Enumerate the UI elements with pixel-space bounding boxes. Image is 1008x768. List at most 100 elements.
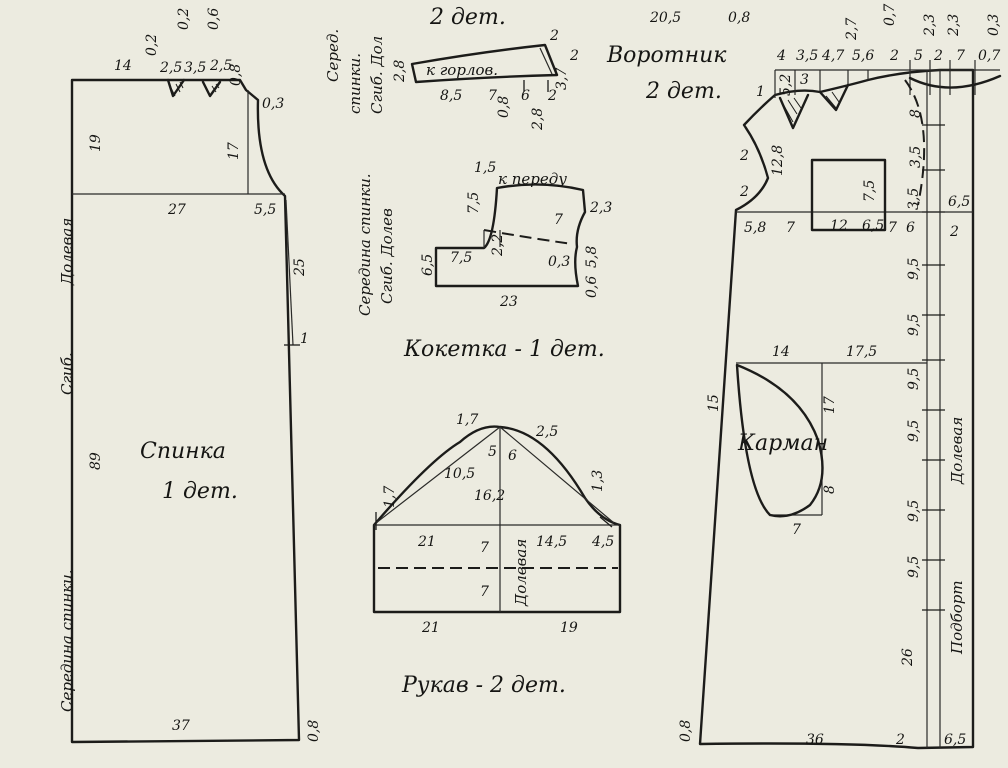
svg-text:2,7: 2,7 bbox=[844, 18, 860, 41]
shoulder-darts bbox=[166, 78, 222, 98]
svg-text:5,8: 5,8 bbox=[744, 220, 766, 236]
svg-text:1,7: 1,7 bbox=[382, 486, 398, 508]
svg-text:6: 6 bbox=[521, 88, 530, 104]
to-neck-label: к горлов. bbox=[426, 61, 498, 79]
svg-text:7,5: 7,5 bbox=[466, 192, 482, 214]
svg-text:27: 27 bbox=[167, 202, 186, 218]
svg-text:7,5: 7,5 bbox=[862, 180, 878, 202]
svg-text:1: 1 bbox=[756, 84, 765, 100]
yoke-measures: 1,5 7,5 2,3 7 2,2 6,5 7,5 0,3 5,8 0,6 23 bbox=[420, 160, 612, 310]
svg-text:0,7: 0,7 bbox=[978, 48, 1000, 64]
svg-text:0,3: 0,3 bbox=[262, 96, 284, 112]
svg-text:6: 6 bbox=[508, 448, 517, 464]
svg-text:7: 7 bbox=[956, 48, 965, 64]
yoke-center-label-2: Сгиб. Долев bbox=[378, 208, 396, 304]
front-piece bbox=[698, 60, 1002, 750]
svg-text:26: 26 bbox=[900, 648, 916, 667]
svg-text:3,5: 3,5 bbox=[184, 60, 206, 76]
svg-text:7,5: 7,5 bbox=[450, 250, 472, 266]
svg-text:2,5: 2,5 bbox=[209, 58, 232, 74]
svg-text:2: 2 bbox=[949, 224, 959, 240]
sleeve-title: Рукав - 2 дет. bbox=[401, 673, 566, 698]
svg-text:25: 25 bbox=[292, 258, 308, 277]
back-piece bbox=[70, 78, 301, 744]
front-measures: 1 5,2 3 2 12,8 7,5 8 3,5 2 5,8 7 12 6,5 … bbox=[678, 72, 970, 748]
svg-text:2: 2 bbox=[739, 148, 749, 164]
facing-measures: 2,8 8,5 7 0,8 6 2,8 2 3,7 2 2 bbox=[392, 28, 579, 131]
back-title: Спинка bbox=[140, 439, 226, 464]
svg-text:8,5: 8,5 bbox=[440, 88, 462, 104]
facing-side-label-3: Сгиб. Дол bbox=[368, 36, 386, 114]
svg-text:7: 7 bbox=[888, 220, 897, 236]
svg-text:9,5: 9,5 bbox=[906, 420, 922, 442]
svg-text:5,6: 5,6 bbox=[852, 48, 874, 64]
svg-text:12,8: 12,8 bbox=[770, 145, 786, 176]
svg-text:0,6: 0,6 bbox=[584, 276, 600, 298]
svg-text:9,5: 9,5 bbox=[906, 314, 922, 336]
pocket-label: Карман bbox=[737, 431, 828, 456]
svg-text:5,5: 5,5 bbox=[254, 202, 276, 218]
svg-text:36: 36 bbox=[806, 732, 824, 748]
svg-text:5,8: 5,8 bbox=[584, 246, 600, 268]
svg-text:3,7: 3,7 bbox=[554, 68, 570, 90]
back-grain-label: Долевая bbox=[58, 218, 76, 286]
collar-title: Воротник bbox=[606, 43, 727, 68]
svg-text:3,5: 3,5 bbox=[906, 188, 922, 210]
svg-text:21: 21 bbox=[417, 534, 436, 550]
svg-text:6: 6 bbox=[906, 220, 915, 236]
front-facing-label: Подборт bbox=[948, 580, 966, 655]
svg-text:15: 15 bbox=[706, 394, 722, 412]
svg-text:10,5: 10,5 bbox=[444, 466, 475, 482]
svg-text:2,3: 2,3 bbox=[589, 200, 612, 216]
svg-text:17,5: 17,5 bbox=[846, 344, 877, 360]
svg-text:7: 7 bbox=[554, 212, 563, 228]
svg-text:8: 8 bbox=[822, 485, 838, 494]
svg-text:2,3: 2,3 bbox=[922, 14, 938, 37]
svg-text:0,8: 0,8 bbox=[678, 720, 694, 742]
svg-text:9,5: 9,5 bbox=[906, 368, 922, 390]
svg-text:6,5: 6,5 bbox=[420, 254, 436, 276]
svg-text:9,5: 9,5 bbox=[906, 258, 922, 280]
facing-count: 2 дет. bbox=[429, 5, 506, 30]
svg-text:12: 12 bbox=[830, 218, 848, 234]
svg-text:2,3: 2,3 bbox=[946, 14, 962, 37]
facing-side-label-2: спинки. bbox=[346, 53, 364, 114]
svg-text:0,8: 0,8 bbox=[228, 64, 244, 86]
svg-text:6,5: 6,5 bbox=[862, 218, 884, 234]
svg-text:6,5: 6,5 bbox=[944, 732, 966, 748]
svg-text:3,5: 3,5 bbox=[796, 48, 818, 64]
svg-text:2,5: 2,5 bbox=[535, 424, 558, 440]
svg-text:9,5: 9,5 bbox=[906, 500, 922, 522]
svg-text:9,5: 9,5 bbox=[906, 556, 922, 578]
svg-text:19: 19 bbox=[88, 134, 104, 152]
svg-text:14: 14 bbox=[114, 58, 132, 74]
svg-text:89: 89 bbox=[88, 452, 104, 470]
yoke-title: Кокетка - 1 дет. bbox=[403, 337, 605, 362]
yoke-piece bbox=[434, 183, 587, 288]
side-labels: Долевая Сгиб. Середина спинки. Серед. сп… bbox=[58, 29, 966, 712]
front-grain-label: Долевая bbox=[948, 417, 966, 485]
back-center-label: Середина спинки. bbox=[58, 569, 76, 712]
svg-text:6,5: 6,5 bbox=[948, 194, 970, 210]
svg-text:3: 3 bbox=[800, 72, 809, 88]
back-measures: 14 0,2 2,5 0,2 3,5 2,5 0,6 0,8 0,3 19 17… bbox=[88, 8, 322, 742]
yoke-front-label: к переду bbox=[498, 170, 567, 188]
svg-text:5: 5 bbox=[488, 444, 497, 460]
svg-text:0,8: 0,8 bbox=[306, 720, 322, 742]
facing-piece bbox=[410, 43, 559, 92]
facing-side-label-1: Серед. bbox=[324, 29, 342, 82]
svg-text:2: 2 bbox=[933, 48, 943, 64]
svg-text:7: 7 bbox=[792, 522, 801, 538]
svg-text:2: 2 bbox=[739, 184, 749, 200]
svg-text:14,5: 14,5 bbox=[536, 534, 567, 550]
svg-text:0,7: 0,7 bbox=[882, 4, 898, 26]
svg-text:4,5: 4,5 bbox=[591, 534, 614, 550]
svg-text:7: 7 bbox=[480, 584, 489, 600]
svg-text:19: 19 bbox=[560, 620, 578, 636]
svg-text:0,2: 0,2 bbox=[144, 34, 160, 56]
top-measures: 20,5 0,8 bbox=[649, 10, 750, 26]
svg-text:1,5: 1,5 bbox=[474, 160, 496, 176]
front-top-measures: 4 3,5 4,7 5,6 2 5 2 7 0,7 2,7 0,7 2,3 2,… bbox=[776, 4, 1002, 64]
svg-text:0,8: 0,8 bbox=[496, 96, 512, 118]
svg-text:20,5: 20,5 bbox=[649, 10, 681, 26]
